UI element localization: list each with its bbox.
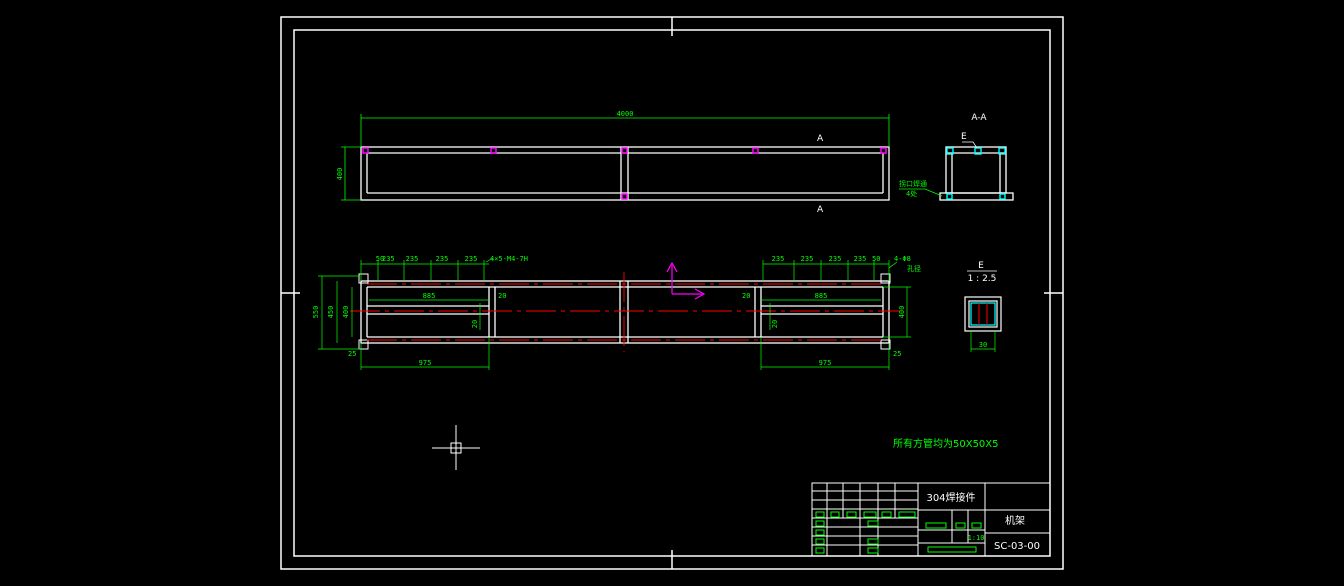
weld-note-line2: 4处: [906, 189, 917, 198]
left-hole-note: 4×5-M4-7H: [490, 255, 528, 263]
detail-e-scale: 1 : 2.5: [968, 274, 997, 284]
crosshair-cursor-icon[interactable]: [432, 425, 480, 470]
dim-left-slot-width: 20: [471, 320, 479, 328]
right-spacing-1: 235: [801, 255, 814, 263]
section-a-a: A-A E 拐口焊通 4处: [899, 113, 1014, 201]
dim-corner-right: 25: [893, 350, 901, 358]
dim-inner-width: 400: [342, 306, 350, 319]
dim-left-slot-gap: 20: [498, 292, 506, 300]
title-part-name: 机架: [1005, 514, 1025, 527]
right-hole-note-line1: 4-Φ8: [894, 255, 911, 263]
left-spacing-2: 235: [406, 255, 419, 263]
plan-dimension-lines: [318, 257, 911, 370]
right-spacing-2: 235: [829, 255, 842, 263]
detail-e-width: 30: [979, 341, 987, 349]
top-view-markers: [362, 147, 887, 200]
dim-left-inner-length: 885: [423, 292, 436, 300]
drawing-frame: [280, 16, 1064, 570]
left-spacing-1: 235: [382, 255, 395, 263]
title-scale: 1:10: [968, 534, 985, 542]
detail-e-label: E: [978, 261, 984, 271]
right-hole-note-line2: 孔径: [907, 264, 921, 273]
dim-right-height: 400: [898, 306, 906, 319]
detail-e: E 1 : 2.5 30: [964, 261, 1002, 352]
right-spacing-0: 235: [772, 255, 785, 263]
right-spacing-labels: 235 235 235 235 50: [772, 255, 881, 263]
section-title: A-A: [971, 113, 987, 123]
detail-ref-e: E: [961, 132, 967, 142]
dim-right-slot-gap: 20: [742, 292, 750, 300]
dim-left-bottom-length: 975: [419, 359, 432, 367]
plan-view: 50 235 235 235 235 4×5-M4-7H 235 235 235…: [312, 255, 921, 370]
ucs-icon: [666, 261, 706, 300]
cut-label-top: A: [817, 134, 824, 144]
dim-overall-width: 550: [312, 306, 320, 319]
dim-right-bottom-length: 975: [819, 359, 832, 367]
dim-corner-left: 25: [348, 350, 356, 358]
left-spacing-3: 235: [436, 255, 449, 263]
right-spacing-4: 50: [872, 255, 880, 263]
top-view-dims: [341, 114, 890, 201]
title-block: 304焊接件 机架 SC-03-00 1:10: [811, 482, 1051, 557]
top-view-frame: [360, 146, 890, 201]
title-drawing-number: SC-03-00: [994, 541, 1040, 552]
right-spacing-3: 235: [854, 255, 867, 263]
centerline: [350, 272, 900, 352]
dim-outer-width: 450: [327, 306, 335, 319]
top-view: 4000 400 A A: [336, 110, 890, 215]
left-spacing-4: 235: [465, 255, 478, 263]
dim-overall-length: 4000: [617, 110, 634, 118]
dim-right-inner-length: 885: [815, 292, 828, 300]
title-block-field-boxes: [815, 511, 982, 554]
title-material: 304焊接件: [926, 491, 975, 504]
plan-corner-plates: [358, 273, 891, 350]
dim-top-height: 400: [336, 168, 344, 181]
left-spacing-0: 50: [376, 255, 384, 263]
cut-label-bottom: A: [817, 205, 824, 215]
weld-note-line1: 拐口焊通: [899, 179, 927, 188]
left-spacing-labels: 50 235 235 235 235: [376, 255, 478, 263]
plan-view-frame: [360, 280, 890, 344]
dim-right-slot-width: 20: [771, 320, 779, 328]
material-note: 所有方管均为50X50X5: [893, 437, 999, 450]
